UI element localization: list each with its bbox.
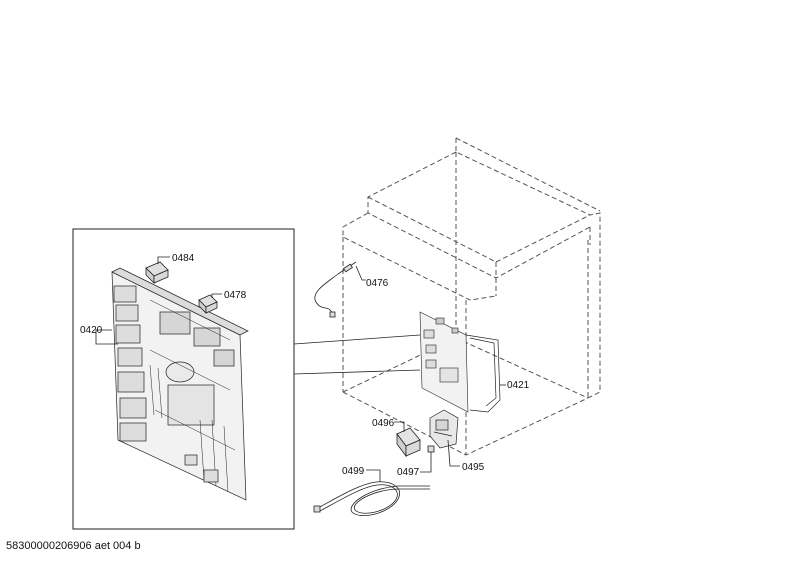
label-0421: 0421 bbox=[507, 380, 530, 391]
label-0499: 0499 bbox=[342, 466, 365, 477]
label-0495: 0495 bbox=[462, 462, 485, 473]
callout-leader-lines bbox=[293, 334, 421, 375]
drawing-id: 58300000206906 aet 004 b bbox=[6, 540, 141, 552]
part-0496 bbox=[396, 427, 421, 458]
module-0495 bbox=[429, 409, 459, 449]
label-0497: 0497 bbox=[397, 467, 420, 478]
connector-0478 bbox=[198, 294, 218, 314]
part-0497 bbox=[427, 445, 435, 453]
appliance-housing-outline bbox=[342, 137, 601, 456]
temperature-sensor-0476 bbox=[314, 261, 357, 318]
control-board-installed bbox=[419, 311, 469, 413]
control-board-enlarged bbox=[111, 267, 249, 501]
label-0420: 0420 bbox=[80, 325, 103, 336]
label-leaders bbox=[95, 256, 506, 482]
cable-0499 bbox=[313, 481, 430, 516]
label-0476: 0476 bbox=[366, 278, 389, 289]
label-0484: 0484 bbox=[172, 253, 195, 264]
mounting-bracket-0421 bbox=[465, 334, 501, 413]
connector-0484 bbox=[145, 261, 169, 284]
label-0496: 0496 bbox=[372, 418, 395, 429]
label-0478: 0478 bbox=[224, 290, 247, 301]
